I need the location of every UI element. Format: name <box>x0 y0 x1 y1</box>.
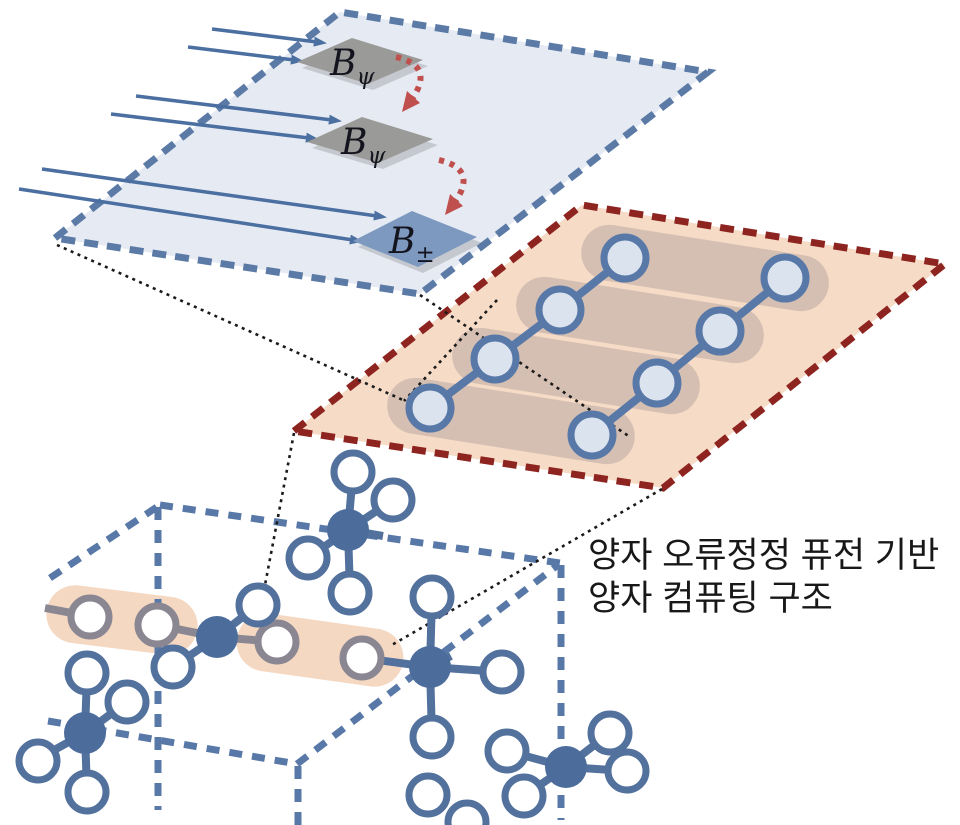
photon-arrow <box>41 167 387 221</box>
qubit-node <box>470 334 520 384</box>
fused-qubit-node <box>67 594 113 640</box>
cluster-star <box>44 582 300 690</box>
qubit-node <box>760 253 810 303</box>
annotation-line2: 양자 컴퓨팅 구조 <box>588 579 833 618</box>
gate-label-main: B <box>388 221 415 262</box>
photon-arrow <box>135 94 342 125</box>
fusion-gate-diamond <box>297 38 423 84</box>
annotation-line1: 양자 오류정정 퓨전 기반 <box>588 536 940 575</box>
photon-arrow <box>211 27 327 47</box>
leaf-qubit-node <box>479 649 525 695</box>
fused-qubit-node <box>339 635 385 681</box>
leaf-qubit-node <box>501 773 547 819</box>
gate-label: Bψ <box>340 122 386 169</box>
fusion-gate-diamond <box>307 117 433 163</box>
gate-label-sub: ψ <box>356 64 375 90</box>
leaf-qubit-node <box>330 449 376 495</box>
gate-label: B± <box>388 221 435 268</box>
leaf-qubit-node <box>15 738 61 784</box>
projection-dotted-line <box>403 299 498 402</box>
cluster-star <box>339 574 525 760</box>
photon-arrow <box>187 45 304 65</box>
photon-arrow <box>110 112 319 143</box>
gate-label-main: B <box>329 43 356 84</box>
cluster-center-node <box>64 712 106 754</box>
qubit-node <box>695 306 745 356</box>
leaf-qubit-node <box>405 772 451 818</box>
fusion-gates: Bψ Bψ B± <box>297 38 482 273</box>
projection-dotted-line <box>255 432 296 628</box>
sequence-arrow-head-icon <box>402 91 420 112</box>
leaf-qubit-node <box>587 710 633 756</box>
leaf-qubit-node <box>64 769 110 815</box>
photon-input-arrows <box>18 27 387 245</box>
chain-qubits <box>405 233 810 460</box>
cluster-center-node <box>196 616 238 658</box>
leaf-qubit-node <box>444 799 490 825</box>
sequence-arrow-head-icon <box>445 194 463 215</box>
leaf-qubit-node <box>104 679 150 725</box>
leaf-qubit-node <box>604 748 650 794</box>
cluster-stars <box>15 449 650 825</box>
photon-arrow <box>18 187 363 245</box>
leaf-qubit-node <box>370 477 416 523</box>
gate-label-main: B <box>340 122 367 163</box>
annotation-text: 양자 오류정정 퓨전 기반 양자 컴퓨팅 구조 <box>588 534 960 620</box>
gate-label: Bψ <box>329 43 375 90</box>
leaf-qubit-node <box>484 728 530 774</box>
leaf-qubit-node <box>235 582 281 628</box>
qubit-node <box>632 358 682 408</box>
leaf-qubit-node <box>327 570 373 616</box>
leaf-qubit-node <box>409 714 455 760</box>
leaf-qubit-node <box>150 644 196 690</box>
cluster-star <box>285 449 416 616</box>
gate-label-sub: ± <box>415 242 434 268</box>
qubit-node <box>535 285 585 335</box>
qubit-chains <box>405 233 810 460</box>
leaf-qubit-node <box>285 535 331 581</box>
cluster-center-node <box>545 746 587 788</box>
fusion-gate-diamond <box>353 211 477 267</box>
leaf-qubit-node <box>64 650 110 696</box>
cluster-center-node <box>409 646 451 688</box>
leaf-qubit-node <box>409 574 455 620</box>
cluster-star <box>15 650 150 815</box>
lattice-edge <box>47 717 298 768</box>
qubit-node <box>567 410 617 460</box>
cluster-star <box>484 710 650 819</box>
gate-sequence-arrows <box>395 54 467 215</box>
fused-qubit-node <box>134 602 180 648</box>
fused-qubit-node <box>254 619 300 665</box>
qubit-node <box>405 383 455 433</box>
cluster-center-node <box>327 509 369 551</box>
gate-label-sub: ψ <box>367 143 386 169</box>
projection-dotted-line <box>56 243 404 402</box>
qubit-node <box>600 233 650 283</box>
lattice-edge <box>48 502 162 581</box>
